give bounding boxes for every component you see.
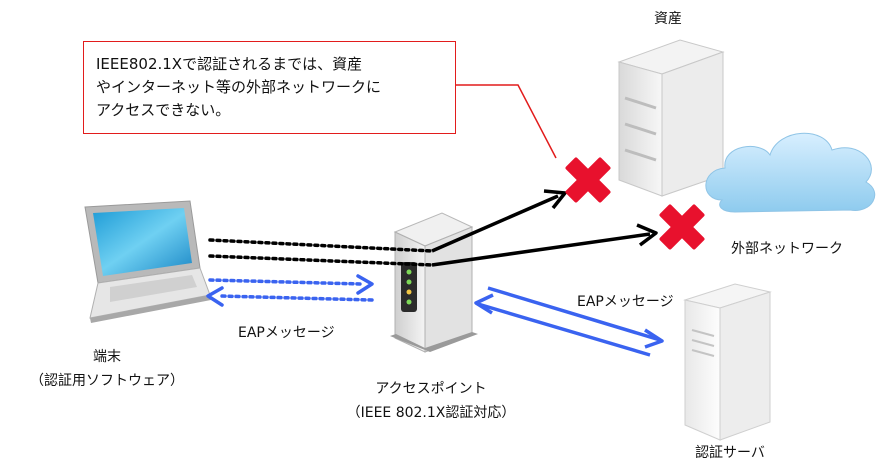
dotted-connection-lower — [208, 254, 434, 267]
connection-arrow-to-network — [431, 232, 651, 267]
terminal-label: 端末 — [93, 349, 121, 365]
eap-message-label-right: EAPメッセージ — [577, 294, 674, 310]
connection-arrow-to-asset — [431, 194, 559, 253]
callout-box: IEEE802.1Xで認証されるまでは、資産 やインターネット等の外部ネットワー… — [83, 41, 456, 134]
eap-arrow-to-ap — [477, 302, 651, 357]
blocked-x-icon-network — [659, 204, 705, 250]
cloud-icon — [705, 132, 876, 213]
asset-server-icon — [617, 39, 725, 197]
asset-label: 資産 — [654, 11, 682, 27]
access-point-icon — [390, 212, 478, 353]
callout-line-2: やインターネット等の外部ネットワークに — [96, 78, 382, 96]
laptop-icon — [84, 200, 211, 323]
dotted-connection-upper — [208, 238, 434, 253]
blocked-x-icon-asset — [565, 157, 611, 203]
eap-dotted-arrow-right — [208, 278, 364, 286]
callout-line-3: アクセスできない。 — [96, 101, 231, 119]
external-network-label: 外部ネットワーク — [731, 241, 843, 257]
eap-message-label-left: EAPメッセージ — [238, 325, 335, 341]
callout-leader-line — [456, 84, 557, 159]
callout-line-1: IEEE802.1Xで認証されるまでは、資産 — [96, 55, 363, 73]
eap-dotted-arrow-left — [218, 294, 374, 302]
auth-server-label: 認証サーバ — [695, 445, 765, 461]
access-point-sub-label: （IEEE 802.1X認証対応） — [346, 405, 516, 421]
eap-arrow-to-server — [487, 286, 661, 342]
auth-server-icon — [683, 283, 772, 441]
access-point-label: アクセスポイント — [375, 381, 487, 397]
terminal-sub-label: （認証用ソフトウェア） — [30, 373, 184, 389]
